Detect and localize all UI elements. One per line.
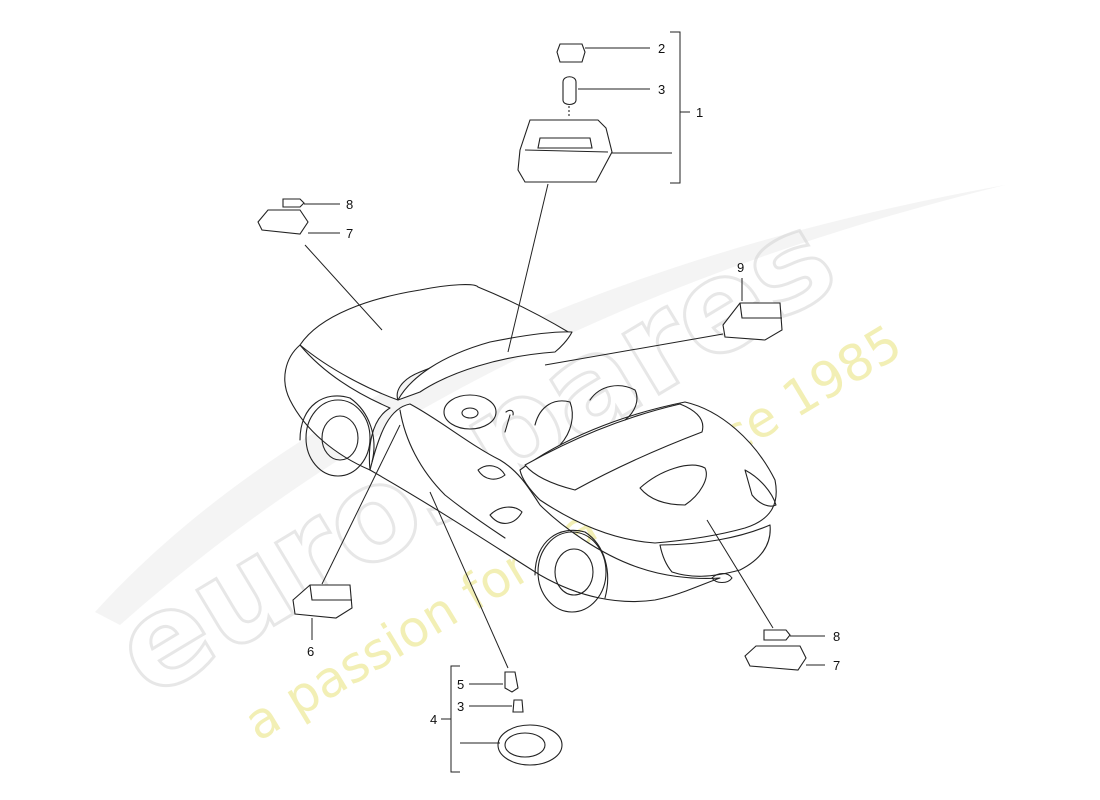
part-top-assembly bbox=[517, 43, 613, 183]
callout-2: 2 bbox=[658, 41, 665, 56]
callout-3-bottom: 3 bbox=[457, 699, 464, 714]
car-rear-wheel bbox=[537, 531, 607, 613]
callouts: 2 3 1 8 7 9 6 5 3 4 8 7 bbox=[307, 41, 840, 727]
car-side-body bbox=[369, 403, 721, 603]
car-exhaust bbox=[711, 572, 733, 584]
callout-5: 5 bbox=[457, 677, 464, 692]
car-door-handle bbox=[477, 465, 506, 480]
car-door-line bbox=[399, 409, 506, 539]
part-1-housing-edge bbox=[524, 149, 609, 153]
callout-9: 9 bbox=[737, 260, 744, 275]
leader-lines bbox=[304, 31, 825, 773]
part-3-bulb-bottom bbox=[512, 699, 524, 713]
car-front-wheel bbox=[305, 399, 371, 477]
car-seat-right bbox=[589, 385, 638, 421]
car-gear-lever bbox=[504, 409, 514, 433]
callout-7-right: 7 bbox=[833, 658, 840, 673]
car-front-wheel-arch bbox=[299, 395, 375, 463]
part-2-cap bbox=[556, 43, 586, 63]
car-seat-left bbox=[534, 400, 573, 446]
part-1-housing-window bbox=[537, 137, 593, 149]
car-rear-lamp bbox=[744, 469, 777, 507]
car-steering-wheel bbox=[443, 394, 497, 430]
car-side-intake bbox=[489, 506, 523, 524]
part-4-lens-inner bbox=[504, 732, 546, 758]
part-9-lamp bbox=[722, 302, 783, 341]
car-front-rim bbox=[321, 415, 359, 461]
part-left-lamp bbox=[257, 198, 309, 235]
part-3-bulb-top bbox=[562, 76, 577, 106]
car-windscreen bbox=[397, 331, 573, 401]
part-7-right-lamp bbox=[744, 645, 807, 671]
part-right-lamp bbox=[744, 629, 807, 671]
callout-6: 6 bbox=[307, 644, 314, 659]
callout-1: 1 bbox=[696, 105, 703, 120]
part-5-socket bbox=[504, 671, 519, 693]
callout-3-top: 3 bbox=[658, 82, 665, 97]
part-8-right-bulb bbox=[763, 629, 791, 641]
car-rear-scoop bbox=[639, 464, 707, 506]
part-bottom-assembly bbox=[497, 671, 563, 766]
car-rear-wheel-arch bbox=[534, 529, 609, 599]
part-8-left-bulb bbox=[282, 198, 305, 208]
car-tonneau bbox=[524, 403, 704, 491]
callout-8-left: 8 bbox=[346, 197, 353, 212]
callout-4: 4 bbox=[430, 712, 437, 727]
car-rear-bumper bbox=[659, 524, 771, 577]
part-6-lamp bbox=[292, 584, 353, 619]
callout-8-right: 8 bbox=[833, 629, 840, 644]
part-7-left-lamp bbox=[257, 209, 309, 235]
car-rear-rim bbox=[554, 548, 594, 596]
callout-7-left: 7 bbox=[346, 226, 353, 241]
car-steering-hub bbox=[461, 407, 479, 419]
